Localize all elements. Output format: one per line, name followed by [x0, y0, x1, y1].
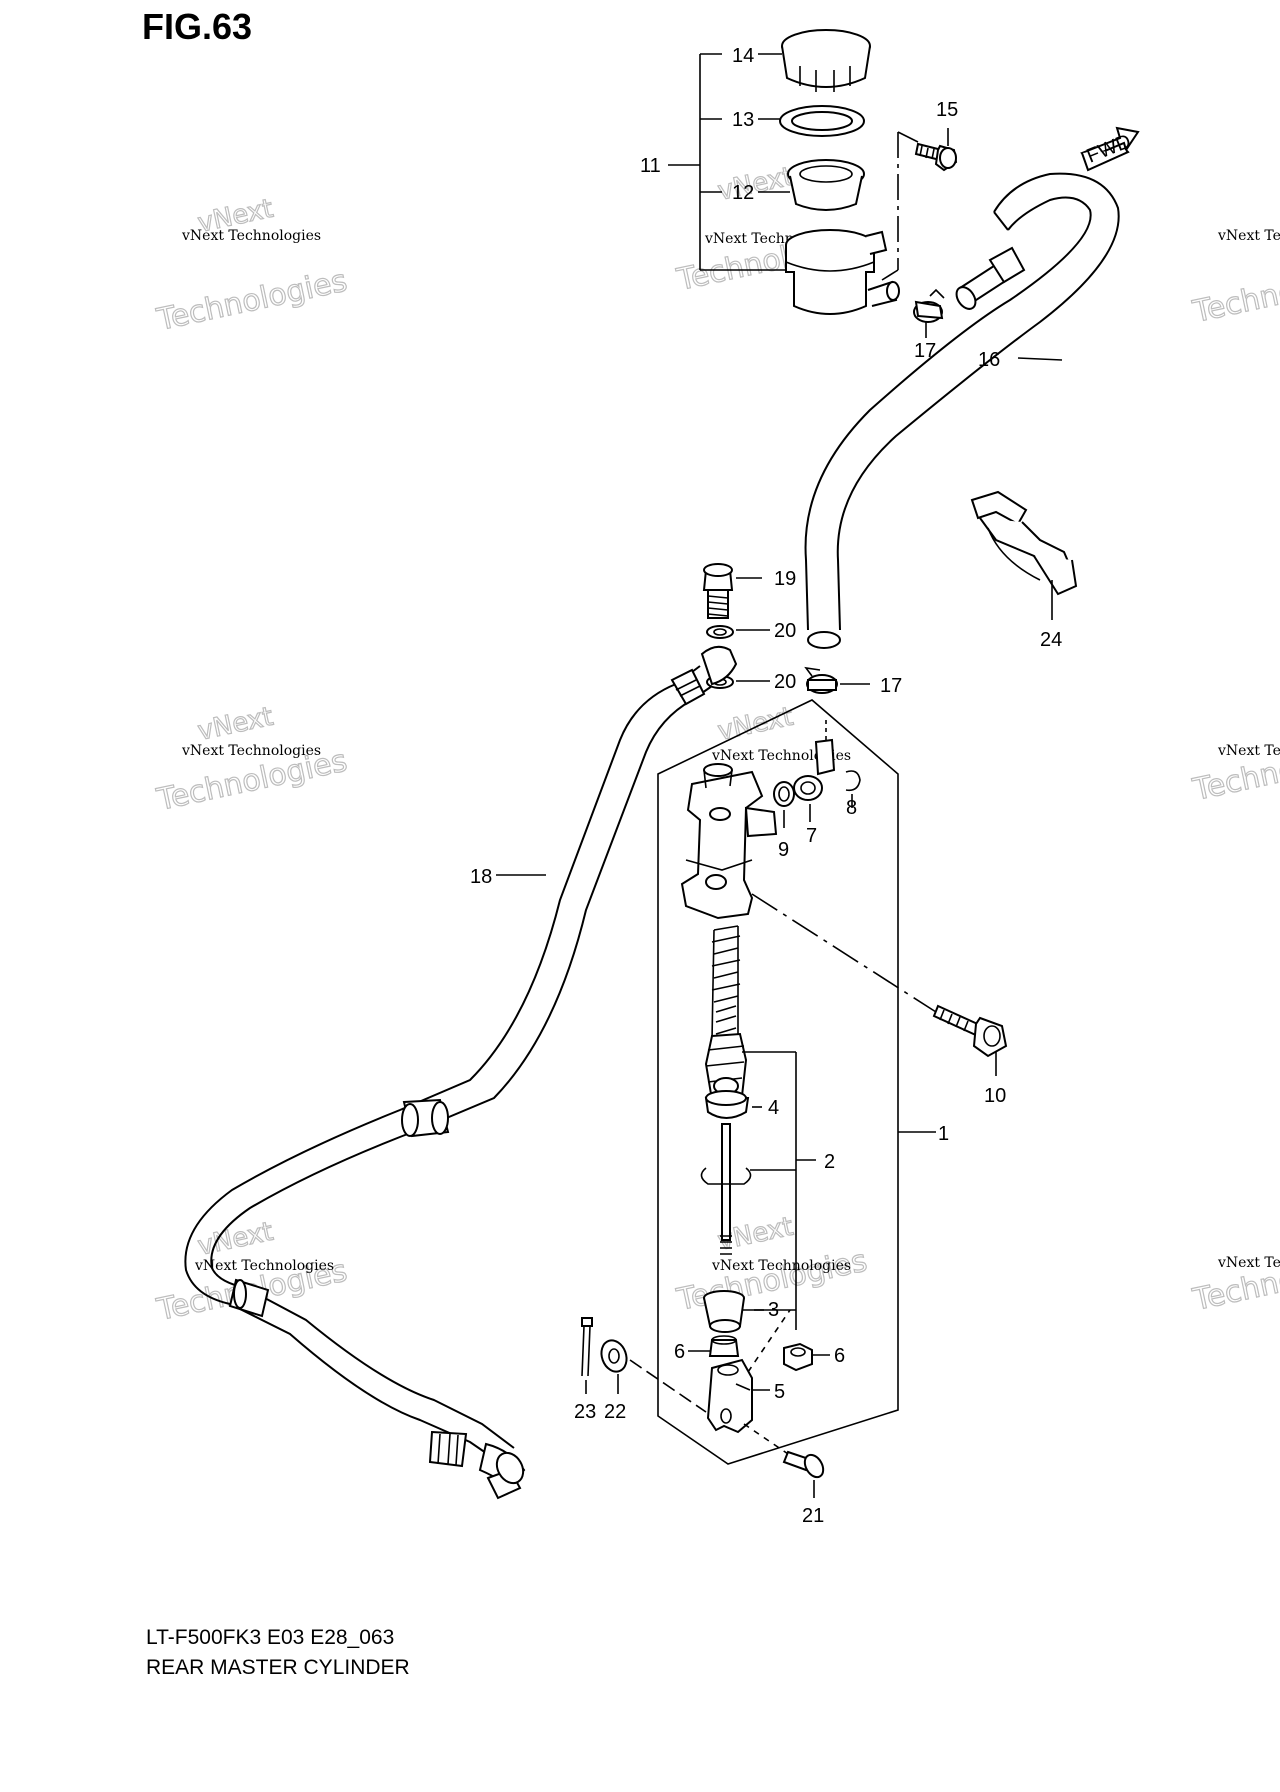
callout-11: 11 [640, 155, 661, 177]
lock-nut-6-right [783, 1342, 813, 1372]
callout-19: 19 [774, 568, 796, 590]
reservoir-hose [804, 172, 1120, 649]
svg-text:vNext: vNext [195, 1217, 276, 1262]
model-code: LT-F500FK3 E03 E28_063 [146, 1626, 395, 1649]
diagram-name: REAR MASTER CYLINDER [146, 1656, 410, 1679]
diaphragm-plate [779, 105, 865, 137]
hose-clamp-lower [804, 666, 838, 694]
bolt-15 [914, 142, 958, 172]
return-spring [711, 925, 741, 1041]
callout-9: 9 [778, 839, 789, 861]
brake-hose [184, 645, 738, 1500]
callout-7: 7 [806, 825, 817, 847]
svg-text:vNext Technologies: vNext Technologies [711, 1258, 851, 1274]
svg-text:vNext Technologies: vNext Technologies [1217, 228, 1280, 244]
svg-text:vNext Technologies: vNext Technologies [181, 743, 321, 759]
callout-23: 23 [574, 1401, 596, 1423]
callout-14: 14 [732, 45, 754, 67]
svg-text:vNext Technologies: vNext Technologies [181, 228, 321, 244]
callout-3: 3 [768, 1299, 779, 1321]
hose-union-7 [793, 738, 836, 801]
push-rod [700, 1123, 752, 1255]
callout-8: 8 [846, 797, 857, 819]
o-ring-9 [773, 781, 795, 807]
callout-17-lower: 17 [880, 675, 902, 697]
clevis-pin-21 [782, 1450, 825, 1479]
mounting-bolt-10 [932, 1004, 1008, 1058]
watermark-top-left: Technologies vNext vNext Technologies [153, 193, 351, 339]
kit-outline-1 [657, 699, 899, 1465]
washer-22 [600, 1339, 628, 1373]
svg-text:vNext Technologies: vNext Technologies [1217, 743, 1280, 759]
callout-20-lower: 20 [774, 671, 796, 693]
callout-6-right: 6 [834, 1345, 845, 1367]
reservoir-body [785, 229, 900, 315]
watermark-mid-left: Technologies vNext vNext Technologies [153, 701, 351, 819]
callout-15: 15 [936, 99, 958, 121]
svg-text:vNext: vNext [715, 162, 796, 207]
svg-text:vNext Technologies: vNext Technologies [194, 1258, 334, 1274]
callout-1: 1 [938, 1123, 949, 1145]
svg-text:Technologies: Technologies [1189, 256, 1280, 331]
callout-16: 16 [978, 349, 1000, 371]
figure-title: FIG.63 [142, 6, 253, 47]
callout-13: 13 [732, 109, 754, 131]
callout-5: 5 [774, 1381, 785, 1403]
banjo-bolt-19 [702, 563, 734, 619]
lock-nut-6-left [708, 1335, 740, 1357]
callout-10: 10 [984, 1085, 1006, 1107]
callout-21: 21 [802, 1505, 824, 1527]
fwd-arrow-icon: FWD [1080, 126, 1140, 172]
circlip-8 [845, 770, 861, 792]
watermark-mid-right: Technologies vNext Technologies [1189, 733, 1280, 809]
callout-6-left: 6 [674, 1341, 685, 1363]
watermark-top-right: Technologies vNext Technologies [1189, 228, 1280, 331]
callout-12: 12 [732, 182, 754, 204]
callout-20-upper: 20 [774, 620, 796, 642]
callout-4: 4 [768, 1097, 779, 1119]
hose-clamp-upper [913, 288, 945, 323]
cotter-pin-23 [581, 1317, 593, 1377]
push-rod-cup-4 [704, 1077, 750, 1119]
callout-17-upper: 17 [914, 340, 936, 362]
diaphragm [787, 159, 865, 211]
svg-text:Technologies: Technologies [153, 264, 350, 339]
svg-text:vNext: vNext [195, 702, 276, 747]
callout-22: 22 [604, 1401, 626, 1423]
reservoir-cap [781, 29, 871, 92]
svg-text:vNext Technologies: vNext Technologies [1217, 1255, 1280, 1271]
boot-3 [703, 1290, 745, 1333]
master-cylinder-body [680, 763, 778, 920]
callout-24: 24 [1040, 629, 1062, 651]
bracket-11 [668, 53, 790, 271]
watermark-bottom-right: Technologies vNext Technologies [1189, 1243, 1280, 1319]
fwd-label: FWD [1084, 130, 1134, 167]
hose-clip-24 [970, 490, 1078, 596]
callout-18: 18 [470, 866, 492, 888]
clevis-5 [706, 1358, 753, 1434]
callout-2: 2 [824, 1151, 835, 1173]
washer-upper [706, 625, 734, 639]
